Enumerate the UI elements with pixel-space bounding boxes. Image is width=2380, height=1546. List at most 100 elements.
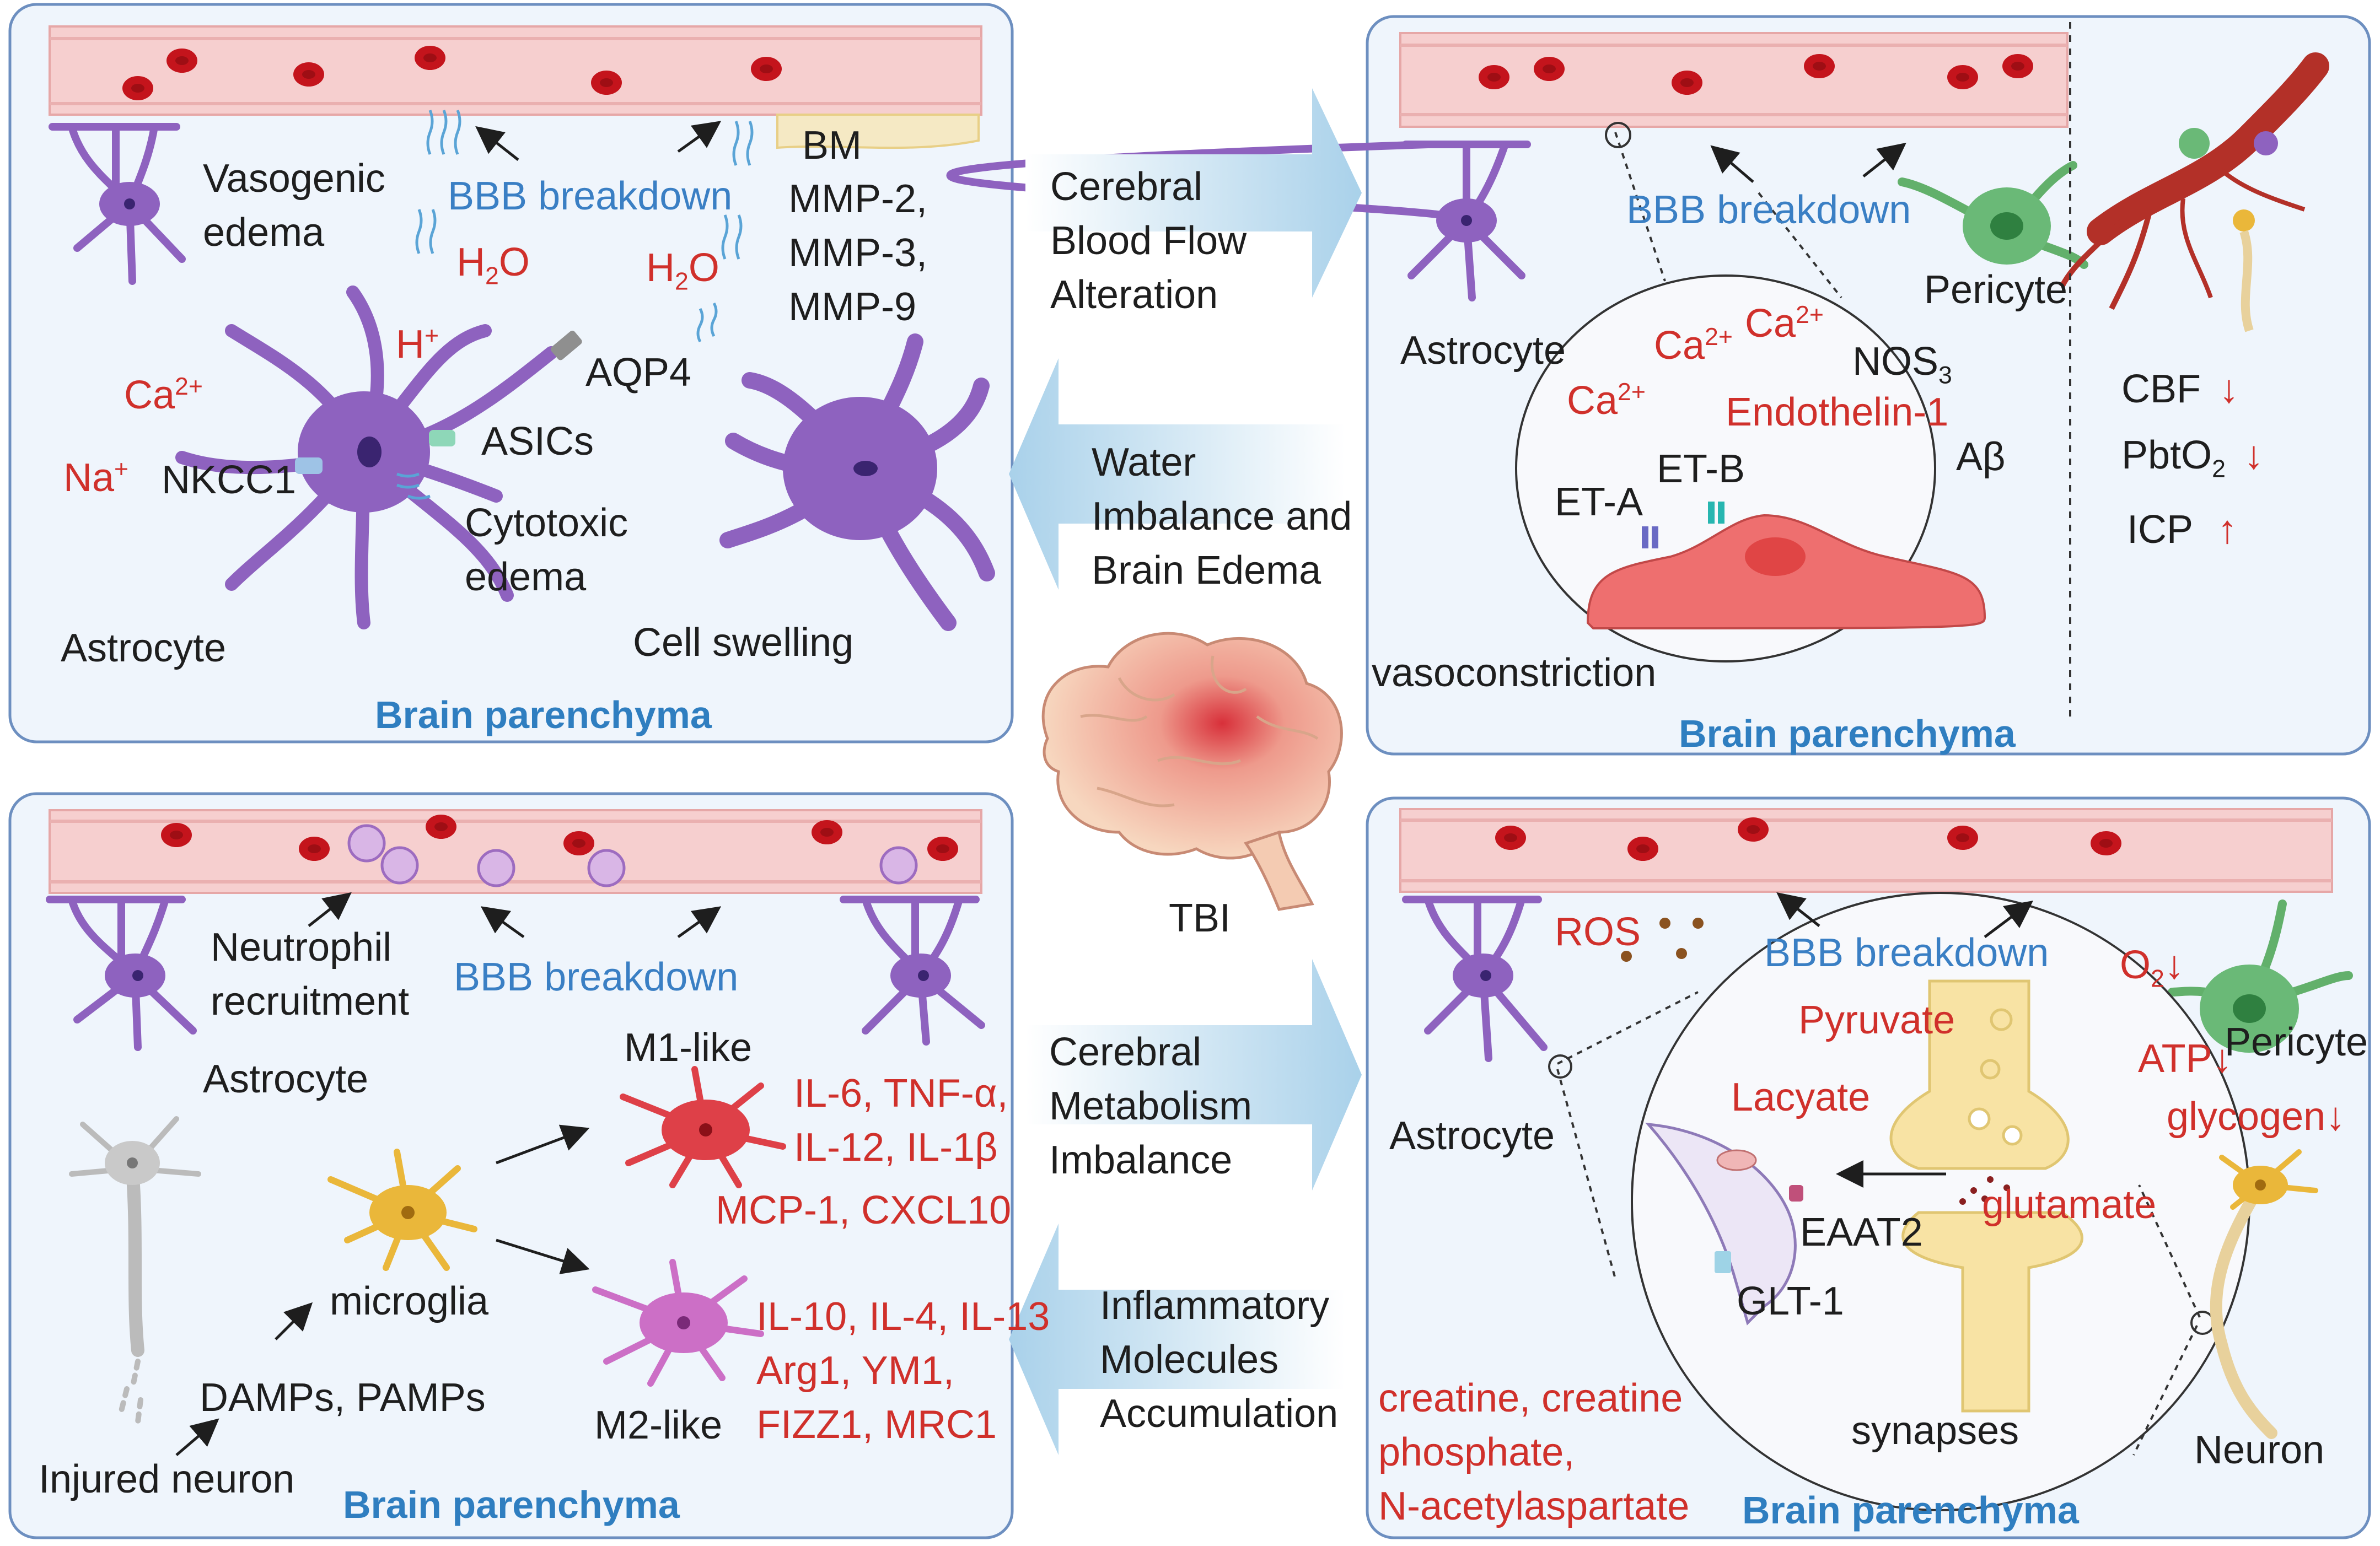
icp-label: ICP — [2127, 508, 2194, 552]
neutrophil-recruitment-label: Neutrophil recruitment — [211, 925, 410, 1024]
mmp-label: MMP-2, MMP-3, MMP-9 — [788, 177, 927, 329]
injured-neuron — [69, 1116, 201, 1425]
ca-label-tl: Ca2+ — [124, 373, 203, 417]
creatine-label: creatine, creatine phosphate, N-acetylas… — [1378, 1376, 1690, 1528]
asics-label: ASICs — [481, 419, 594, 464]
arrow-to-blood-flow — [1025, 88, 1362, 298]
ca-label-tr-2: Ca2+ — [1745, 301, 1824, 346]
ros-dot — [1693, 918, 1704, 929]
blood-vessel-tr — [1399, 32, 2069, 128]
ros-dot — [1676, 948, 1687, 959]
blood-vessel-bl — [49, 809, 982, 894]
astrocyte-label-tr: Astrocyte — [1400, 328, 1566, 373]
microglia-label: microglia — [330, 1279, 489, 1323]
astrocyte-label-br: Astrocyte — [1389, 1114, 1555, 1158]
m2-like-cell — [592, 1259, 764, 1387]
endothelin-label: Endothelin-1 — [1726, 390, 1949, 434]
nkcc1-label: NKCC1 — [162, 458, 297, 502]
pericyte-label-tr: Pericyte — [1924, 268, 2068, 312]
panel-inflammation — [8, 792, 1014, 1539]
annotation-arrows — [175, 121, 2033, 1456]
ros-dot — [1659, 918, 1670, 929]
aqp4-label: AQP4 — [585, 351, 692, 395]
neurovascular-illustration — [2059, 52, 2329, 332]
bm-label: BM — [802, 123, 862, 168]
h-plus-label: H+ — [396, 322, 439, 367]
ca-label-tr-3: Ca2+ — [1567, 379, 1646, 423]
synapse-zoom — [1631, 892, 2250, 1511]
astrocyte-label-tl: Astrocyte — [61, 626, 227, 670]
pericyte-br — [2168, 899, 2353, 1053]
h2o-label-left: H2O — [456, 240, 530, 290]
glt1-label: GLT-1 — [1737, 1279, 1844, 1323]
zoom-lines-tr — [1614, 132, 1842, 299]
arrow-to-metabolism — [1025, 959, 1362, 1191]
brain-parenchyma-bl: Brain parenchyma — [343, 1483, 680, 1526]
vasogenic-edema-label: Vasogenic edema — [203, 157, 385, 255]
et-b-label: ET-B — [1657, 447, 1745, 491]
astrocyte-swollen — [719, 333, 995, 631]
icp-up-arrow: ↑ — [2217, 508, 2237, 552]
astrocyte-endfoot-br — [1402, 896, 1548, 1062]
eaat2-label: EAAT2 — [1800, 1210, 1923, 1254]
cbf-down-arrow: ↓ — [2219, 367, 2239, 411]
asics-channel — [429, 430, 455, 446]
arrow-to-inflammation — [1009, 1224, 1345, 1455]
astrocyte-endfoot-tl — [49, 123, 186, 285]
zoom-lines-br — [1556, 991, 2201, 1456]
arrow-label-metabolism: Cerebral Metabolism Imbalance — [1049, 1030, 1253, 1182]
na-label: Na+ — [63, 456, 129, 500]
o2-label: O2↓ — [2120, 943, 2184, 993]
astrocyte-label-bl: Astrocyte — [203, 1057, 369, 1101]
m2-cytokines-label: IL-10, IL-4, IL-13 Arg1, YM1, FIZZ1, MRC… — [756, 1295, 1050, 1447]
aqp4-channel — [551, 330, 582, 360]
arrow-to-water-imbalance — [1009, 358, 1345, 590]
brain-parenchyma-br: Brain parenchyma — [1742, 1489, 2079, 1532]
m1-chemokines-label: MCP-1, CXCL10 — [716, 1188, 1012, 1232]
nos3-label: NOS3 — [1852, 340, 1952, 389]
cell-swelling-label: Cell swelling — [633, 621, 854, 665]
vasoconstriction-label: vasoconstriction — [1372, 651, 1657, 695]
glycogen-label: glycogen↓ — [2167, 1095, 2346, 1139]
brain-parenchyma-tr: Brain parenchyma — [1679, 712, 2016, 755]
ros-label: ROS — [1555, 910, 1641, 954]
pericyte-label-br: Pericyte — [2225, 1020, 2368, 1064]
arrow-label-inflammation: Inflammatory Molecules Accumulation — [1100, 1284, 1339, 1436]
h2o-label-right: H2O — [646, 246, 719, 295]
glutamate-label: glutamate — [1982, 1183, 2157, 1227]
abeta-label: Aβ — [1956, 435, 2006, 479]
zoom-origin-tr — [1605, 122, 1631, 148]
brain-parenchyma-tl: Brain parenchyma — [375, 693, 712, 736]
ca-label-tr-1: Ca2+ — [1654, 324, 1733, 368]
astrocyte-endfoot-bl-right — [840, 896, 985, 1046]
astrocyte-large — [175, 286, 558, 629]
water-flow-marks — [396, 110, 754, 500]
m2-like-label: M2-like — [594, 1403, 723, 1447]
arrow-label-blood-flow: Cerebral Blood Flow Alteration — [1050, 165, 1247, 317]
cbf-label: CBF — [2121, 367, 2201, 411]
arrow-label-water-imbalance: Water Imbalance and Brain Edema — [1092, 440, 1352, 592]
microglia-cell — [327, 1149, 477, 1271]
ros-dot — [1621, 951, 1632, 962]
cytotoxic-edema-label: Cytotoxic edema — [465, 501, 628, 599]
m1-cytokines-label: IL-6, TNF-α, IL-12, IL-1β — [794, 1071, 1008, 1170]
bbb-breakdown-label-tl: BBB breakdown — [448, 174, 733, 218]
astrocyte-endfoot-bl-left — [46, 896, 197, 1051]
bbb-breakdown-label-br: BBB breakdown — [1764, 931, 2049, 975]
blood-vessel-tl — [49, 25, 982, 149]
neuron-br — [2210, 1149, 2318, 1439]
tbi-brain-icon — [1041, 632, 1343, 911]
neuron-label: Neuron — [2194, 1428, 2325, 1472]
m1-like-cell — [620, 1066, 786, 1188]
m1-like-label: M1-like — [624, 1026, 753, 1070]
pbto2-down-arrow: ↓ — [2244, 433, 2264, 477]
bbb-breakdown-label-bl: BBB breakdown — [454, 955, 739, 999]
atp-label: ATP↓ — [2138, 1037, 2232, 1081]
bbb-breakdown-label-tr: BBB breakdown — [1626, 188, 1911, 232]
zoom-origin-br-left — [1548, 1054, 1572, 1079]
lacyate-label: Lacyate — [1731, 1075, 1871, 1119]
synapses-label: synapses — [1851, 1409, 2019, 1453]
tbi-label: TBI — [1169, 896, 1231, 940]
